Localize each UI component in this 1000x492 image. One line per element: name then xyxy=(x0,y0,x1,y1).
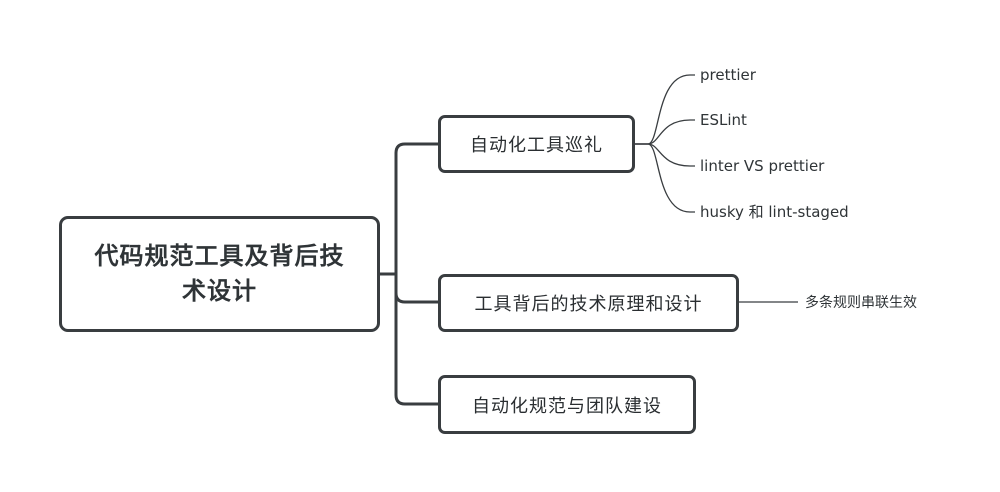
leaf-node-rule-chaining[interactable]: 多条规则串联生效 xyxy=(805,295,917,311)
connector-leaf-linter xyxy=(635,143,695,167)
topic-node-tool-principles[interactable]: 工具背后的技术原理和设计 xyxy=(438,274,739,332)
root-node[interactable]: 代码规范工具及背后技术设计 xyxy=(59,216,380,332)
leaf-node-linter-vs-prettier[interactable]: linter VS prettier xyxy=(700,157,825,175)
connector-topic-1 xyxy=(394,142,440,276)
leaf-node-husky-lint-staged[interactable]: husky 和 lint-staged xyxy=(700,203,849,221)
topic-label: 自动化规范与团队建设 xyxy=(472,395,662,417)
connector-leaf-prettier xyxy=(635,74,695,145)
root-label: 代码规范工具及背后技术设计 xyxy=(94,242,345,305)
topic-label: 工具背后的技术原理和设计 xyxy=(474,294,703,315)
topic-node-team-standards[interactable]: 自动化规范与团队建设 xyxy=(438,375,696,434)
connector-leaf-husky xyxy=(635,143,695,213)
connector-topic-2 xyxy=(394,272,440,304)
leaf-node-prettier[interactable]: prettier xyxy=(700,66,756,84)
leaf-node-eslint[interactable]: ESLint xyxy=(700,111,747,129)
connector-leaf-eslint xyxy=(635,119,695,145)
topic-label: 自动化工具巡礼 xyxy=(470,135,603,156)
connector-topic-3 xyxy=(394,272,440,406)
topic-node-automation-tools[interactable]: 自动化工具巡礼 xyxy=(438,115,635,173)
